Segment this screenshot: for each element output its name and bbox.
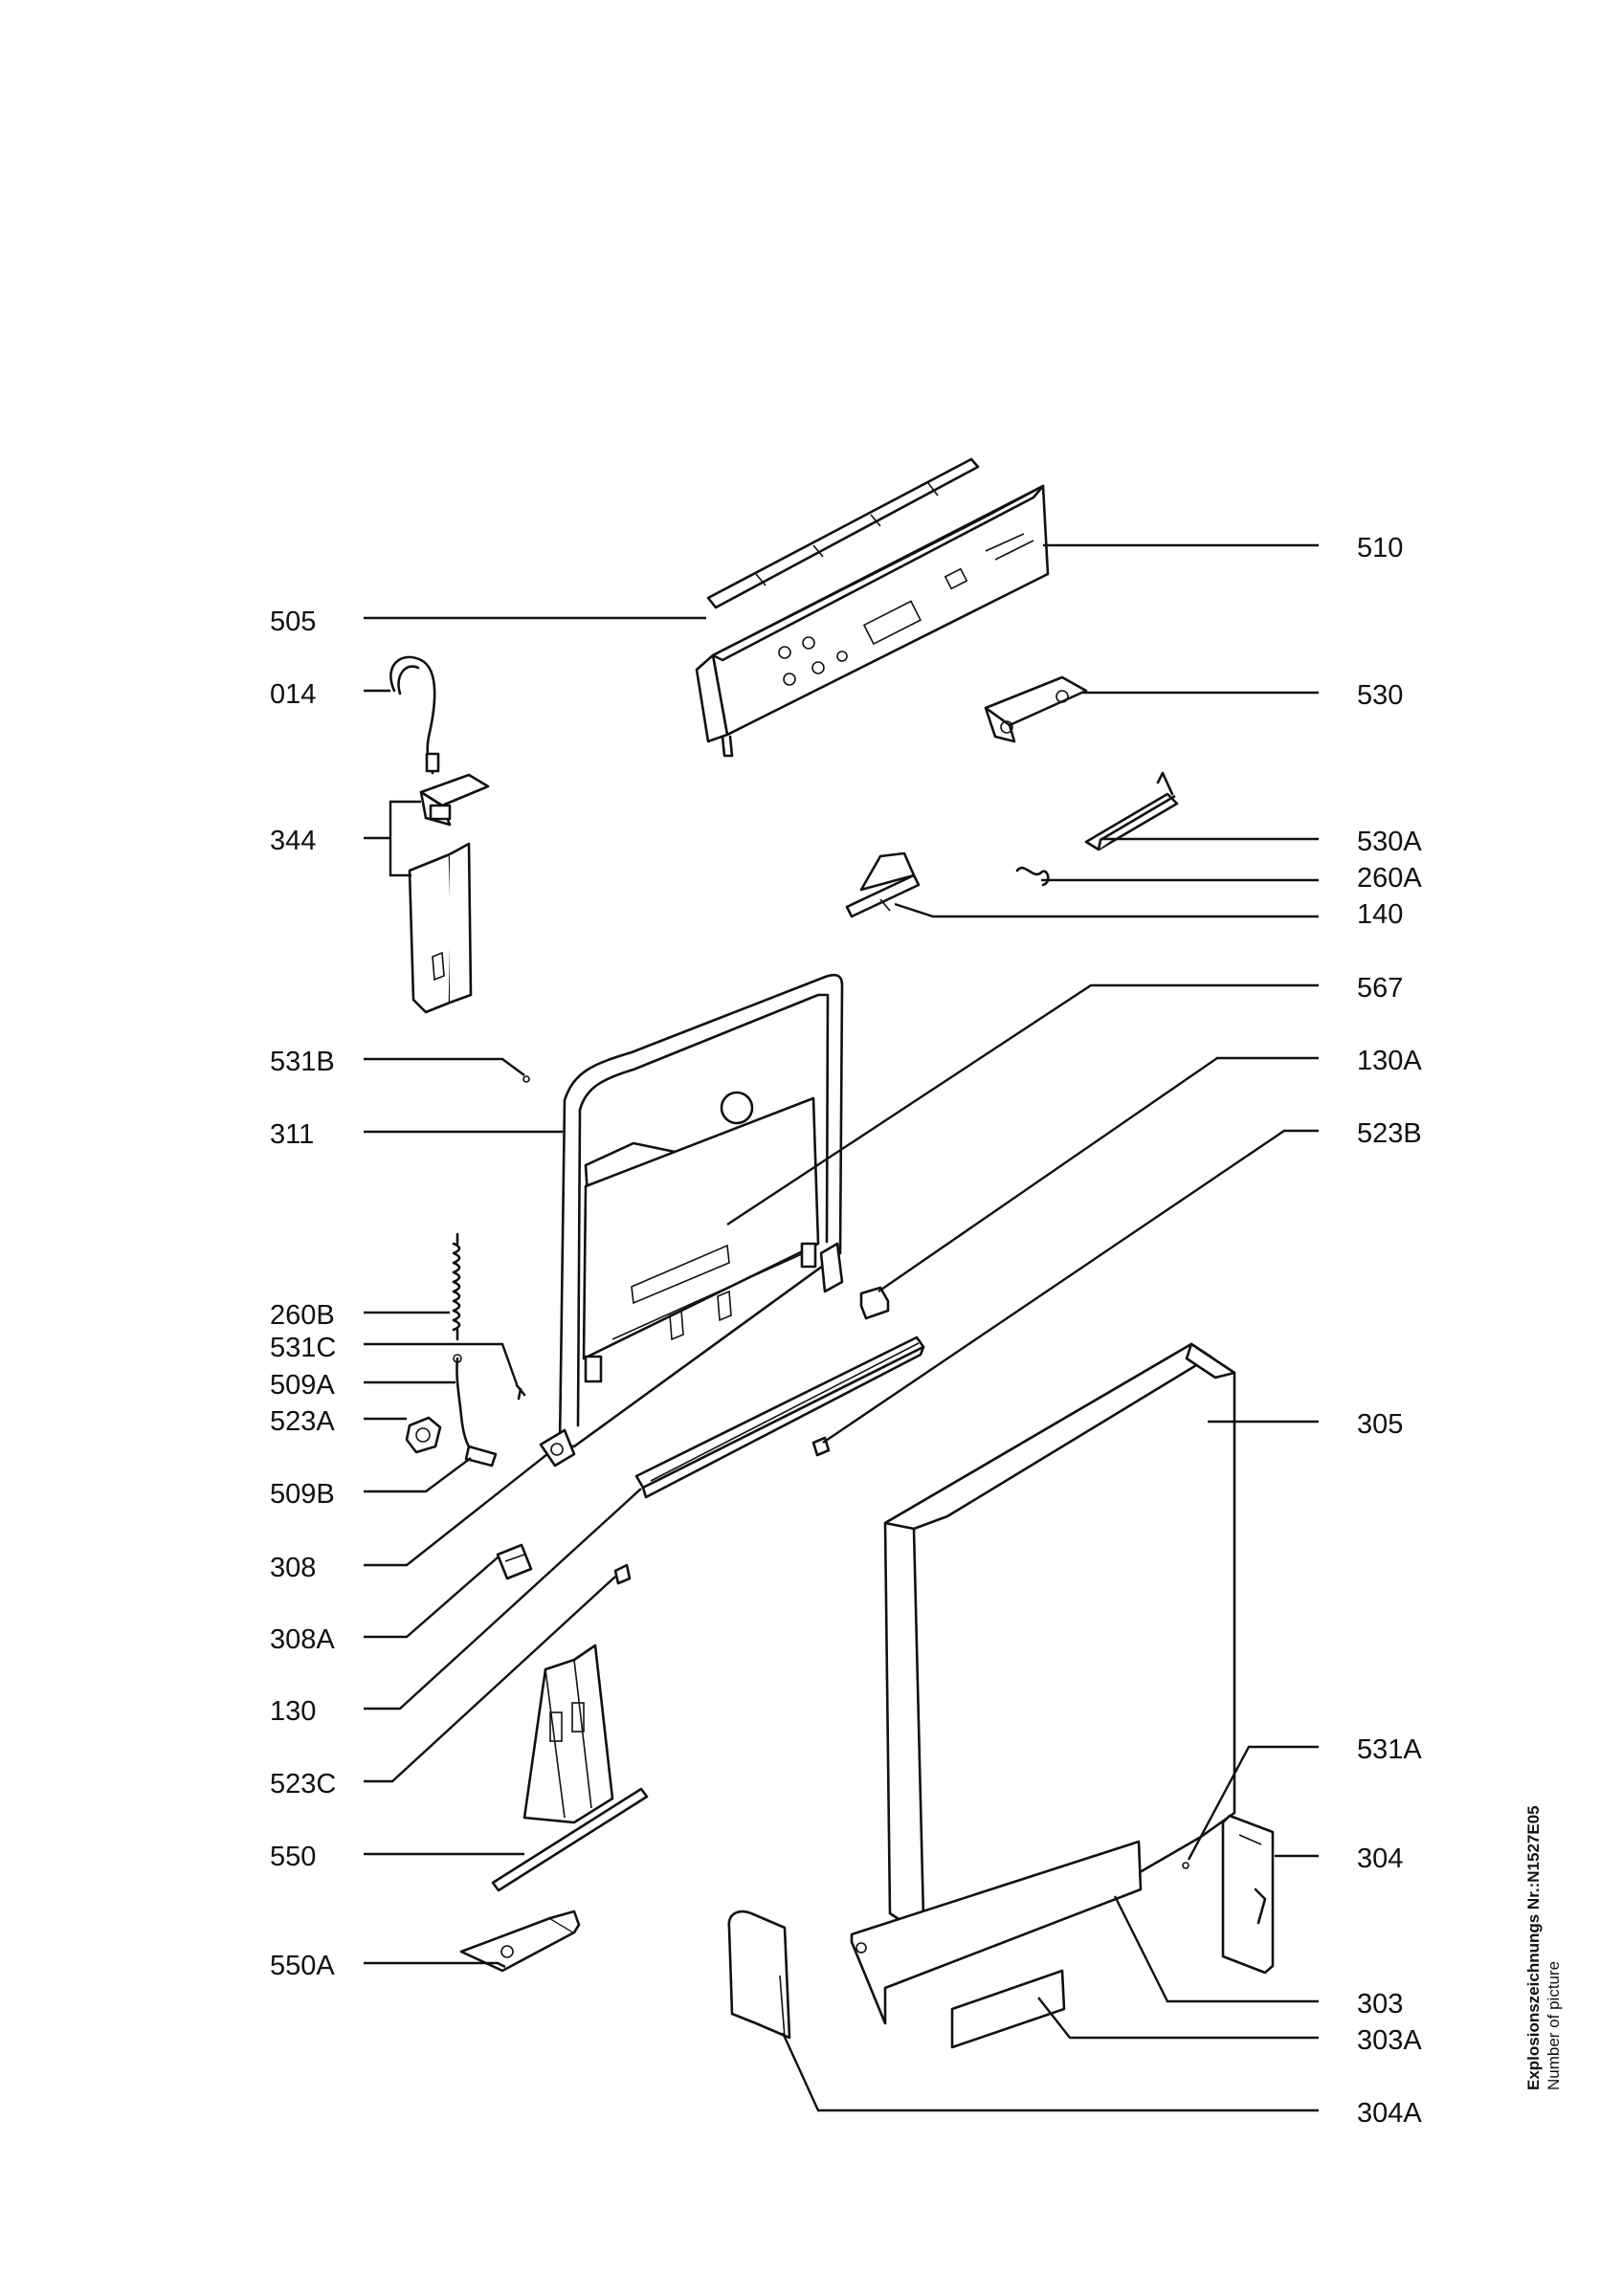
callout-531B: 531B <box>270 1047 335 1077</box>
part-530-bracket <box>984 675 1088 743</box>
callout-530: 530 <box>1357 680 1403 711</box>
callout-510: 510 <box>1357 533 1403 563</box>
callout-308A: 308A <box>270 1624 335 1655</box>
callout-303: 303 <box>1357 1989 1403 2020</box>
part-523C-clip <box>613 1563 632 1585</box>
callout-305: 305 <box>1357 1409 1403 1440</box>
callout-550: 550 <box>270 1842 316 1872</box>
part-140-lever <box>845 851 921 918</box>
part-344-bracket <box>408 773 490 1014</box>
part-130A-block <box>859 1286 890 1320</box>
part-531A-screw <box>1182 1862 1189 1869</box>
callout-531C: 531C <box>270 1333 336 1363</box>
part-260B-spring <box>452 1232 461 1341</box>
callout-304: 304 <box>1357 1843 1403 1874</box>
callout-308: 308 <box>270 1553 316 1583</box>
callout-311: 311 <box>270 1119 314 1150</box>
callout-344: 344 <box>270 826 316 856</box>
callout-505: 505 <box>270 607 316 637</box>
part-304A-side-cover <box>727 1910 791 2040</box>
callout-531A: 531A <box>1357 1734 1422 1765</box>
part-505-strip <box>706 457 980 609</box>
drawing-number-value: N1527E05 <box>1524 1805 1543 1882</box>
callout-260B: 260B <box>270 1300 335 1331</box>
drawing-number-caption: Number of picture <box>1544 1961 1563 2090</box>
part-509A-cord <box>453 1354 473 1451</box>
callout-014: 014 <box>270 679 316 710</box>
part-510-control-panel <box>695 484 1050 758</box>
part-304-side-cover <box>1221 1814 1275 1975</box>
part-550A-bracket <box>459 1910 581 1973</box>
callout-303A: 303A <box>1357 2025 1422 2056</box>
callout-labels-left: 505 014 344 531B 311 260B 531C 509A 523A… <box>270 607 336 1981</box>
part-311-door-frame <box>539 973 844 1468</box>
part-523A-knob <box>405 1416 442 1454</box>
part-305-door-panel <box>883 1342 1236 1934</box>
callout-550A: 550A <box>270 1951 335 1981</box>
callout-523B: 523B <box>1357 1118 1422 1149</box>
part-014-cable <box>389 655 440 775</box>
part-260A-spring <box>1015 866 1050 887</box>
part-130-rail <box>634 1336 925 1499</box>
callout-567: 567 <box>1357 973 1403 1004</box>
part-308A-clip <box>496 1543 533 1580</box>
callout-labels-right: 510 530 530A 260A 140 567 130A 523B 305 … <box>1357 533 1422 2129</box>
callout-530A: 530A <box>1357 827 1422 857</box>
callout-304A: 304A <box>1357 2098 1422 2129</box>
part-531C-screw <box>515 1383 526 1401</box>
drawing-number-block: Explosionszeichnungs Nr.:N1527E05 Number… <box>1524 1805 1563 2090</box>
callout-523C: 523C <box>270 1769 336 1799</box>
callout-130: 130 <box>270 1696 316 1727</box>
part-550-hinge-housing <box>491 1644 649 1892</box>
part-303A-strip <box>950 1969 1066 2049</box>
leader-lines <box>364 543 1319 2112</box>
part-531B-screw <box>522 1075 530 1083</box>
callout-260A: 260A <box>1357 863 1422 894</box>
callout-509B: 509B <box>270 1479 335 1510</box>
callout-130A: 130A <box>1357 1046 1422 1076</box>
callout-140: 140 <box>1357 899 1403 930</box>
callout-523A: 523A <box>270 1406 335 1437</box>
part-509B-pin <box>464 1445 498 1468</box>
callout-509A: 509A <box>270 1370 335 1401</box>
part-303-kick-panel <box>850 1840 1143 2025</box>
drawing-number-label: Explosionszeichnungs Nr.:N1527E05 <box>1524 1805 1543 2090</box>
part-530A-bracket <box>1084 771 1179 851</box>
